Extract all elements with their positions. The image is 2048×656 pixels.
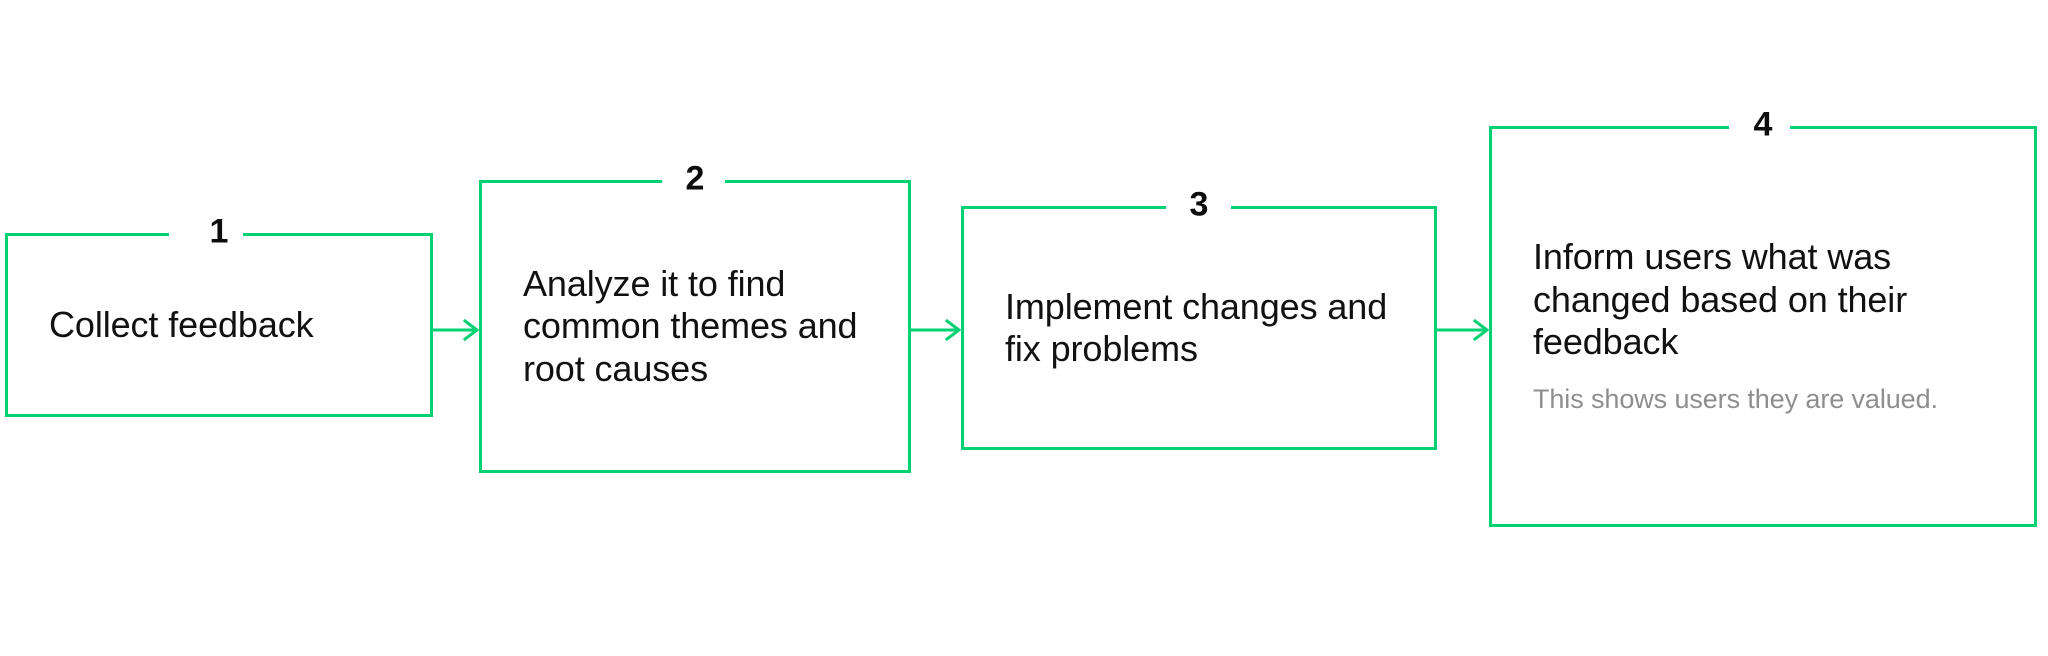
step-1-title: Collect feedback [49, 303, 314, 345]
step-4-number: 4 [1747, 107, 1779, 142]
step-box-1[interactable]: 1 Collect feedback [5, 214, 433, 417]
connector-arrow-2-to-3 [911, 317, 962, 343]
step-1-top-rule-left [5, 233, 169, 236]
connector-arrow-1-to-2 [433, 317, 480, 343]
step-4-note: This shows users they are valued. [1533, 384, 1938, 415]
step-box-3[interactable]: 3 Implement changes and fix problems [961, 187, 1437, 450]
step-box-4[interactable]: 4 Inform users what was changed based on… [1489, 107, 2037, 527]
step-1-number: 1 [203, 214, 235, 249]
step-3-top-rule-left [961, 206, 1166, 209]
connector-arrow-3-to-4 [1437, 317, 1490, 343]
step-3-top-rule-right [1231, 206, 1437, 209]
step-3-title: Implement changes and fix problems [1005, 285, 1388, 369]
step-4-top-rule-left [1489, 126, 1729, 129]
step-4-body: Inform users what was changed based on t… [1489, 126, 2037, 527]
step-1-body: Collect feedback [5, 233, 433, 417]
step-2-top-rule-right [725, 180, 911, 183]
step-2-title: Analyze it to find common themes and roo… [523, 262, 858, 389]
step-3-number: 3 [1183, 187, 1215, 222]
step-1-top-rule-right [243, 233, 433, 236]
step-2-body: Analyze it to find common themes and roo… [479, 180, 911, 473]
step-4-title: Inform users what was changed based on t… [1533, 236, 1908, 362]
step-4-top-rule-right [1790, 126, 2037, 129]
step-2-top-rule-left [479, 180, 662, 183]
step-box-2[interactable]: 2 Analyze it to find common themes and r… [479, 161, 911, 473]
step-3-body: Implement changes and fix problems [961, 206, 1437, 450]
step-2-number: 2 [679, 161, 711, 196]
